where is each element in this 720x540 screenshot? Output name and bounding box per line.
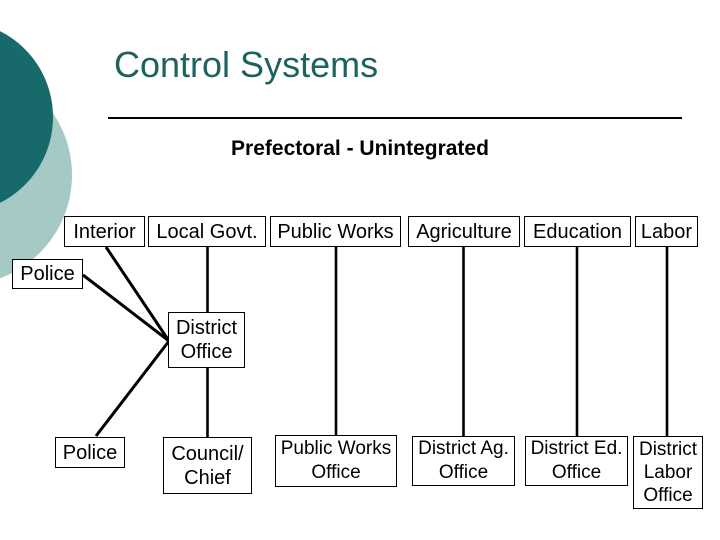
box-ministry-interior: Interior xyxy=(64,216,145,247)
box-ministry-local-govt: Local Govt. xyxy=(148,216,266,247)
box-district-ed-office: District Ed. Office xyxy=(525,436,628,486)
box-ministry-education: Education xyxy=(524,216,631,247)
box-ministry-agriculture: Agriculture xyxy=(408,216,520,247)
box-public-works-office: Public Works Office xyxy=(275,435,397,487)
box-police-upper: Police xyxy=(12,259,83,289)
box-district-ag-office: District Ag. Office xyxy=(412,436,515,486)
slide-title: Control Systems xyxy=(114,44,379,85)
box-council-chief: Council/ Chief xyxy=(163,437,252,494)
slide-subtitle: Prefectoral - Unintegrated xyxy=(231,137,489,160)
box-district-office: District Office xyxy=(168,312,245,368)
title-underline xyxy=(108,117,682,119)
connector-interior-district xyxy=(104,246,171,342)
box-ministry-public-works: Public Works xyxy=(270,216,401,247)
box-district-labor-office: District Labor Office xyxy=(633,436,703,509)
box-police-lower: Police xyxy=(55,437,125,468)
box-ministry-labor: Labor xyxy=(635,216,698,247)
connector-district-police-lower xyxy=(94,340,171,437)
connector-police-district xyxy=(82,273,170,343)
